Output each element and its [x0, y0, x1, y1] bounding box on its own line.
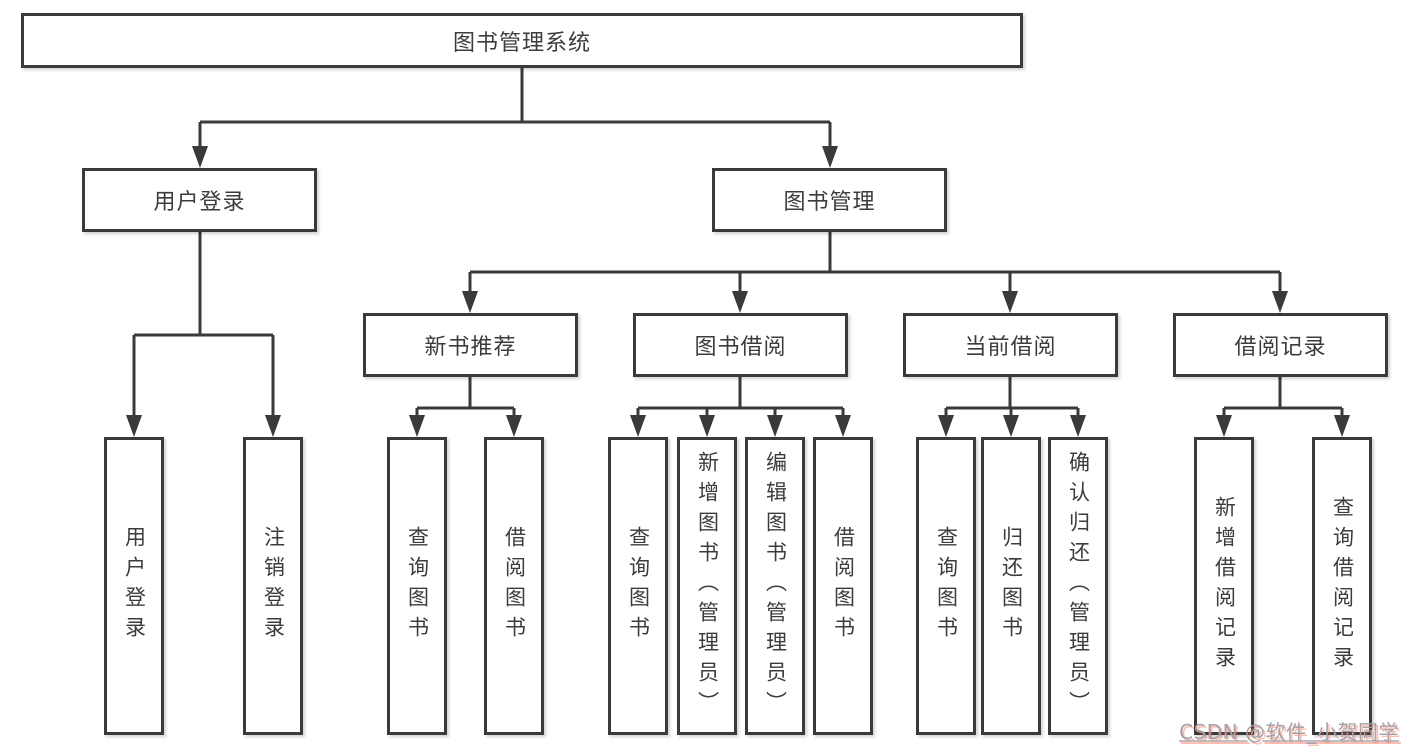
leaf-label: 查询图书 [405, 526, 430, 646]
leaf-confirm-return-admin: 确认归还（管理员） [1048, 437, 1108, 735]
node-label: 图书管理系统 [452, 30, 591, 56]
leaf-return-books: 归还图书 [981, 437, 1041, 735]
node-label: 图书借阅 [694, 335, 787, 360]
connector-book-mgmt-to-level3 [462, 232, 1288, 313]
node-library-management-system: 图书管理系统 [21, 13, 1023, 68]
leaf-label: 用户登录 [122, 526, 147, 646]
connector-new-book-to-leaves [409, 377, 522, 437]
leaf-query-borrow-record: 查询借阅记录 [1312, 437, 1372, 735]
leaf-logout: 注销登录 [243, 437, 303, 735]
leaf-label: 新增图书（管理员） [695, 451, 720, 721]
node-book-management: 图书管理 [712, 168, 947, 232]
leaf-label: 查询图书 [626, 526, 651, 646]
leaf-borrow-books-recommend: 借阅图书 [484, 437, 544, 735]
leaf-label: 确认归还（管理员） [1066, 451, 1091, 721]
leaf-label: 归还图书 [999, 526, 1024, 646]
node-label: 图书管理 [783, 190, 876, 215]
connector-current-borrow-to-leaves [938, 377, 1086, 437]
node-borrow-record: 借阅记录 [1173, 313, 1388, 377]
node-user-login: 用户登录 [82, 168, 317, 232]
leaf-query-books-current: 查询图书 [916, 437, 976, 735]
connector-root-to-level2 [192, 68, 838, 168]
leaf-query-books-borrow: 查询图书 [608, 437, 668, 735]
connector-borrow-record-to-leaves [1216, 377, 1350, 437]
leaf-edit-books-admin: 编辑图书（管理员） [745, 437, 805, 735]
node-book-borrow: 图书借阅 [633, 313, 848, 377]
leaf-label: 查询借阅记录 [1330, 496, 1355, 676]
leaf-user-login: 用户登录 [104, 437, 164, 735]
node-current-borrow: 当前借阅 [903, 313, 1118, 377]
leaf-label: 借阅图书 [831, 526, 856, 646]
node-label: 借阅记录 [1234, 335, 1327, 360]
node-label: 新书推荐 [424, 335, 517, 360]
node-new-book-recommend: 新书推荐 [363, 313, 578, 377]
leaf-add-books-admin: 新增图书（管理员） [677, 437, 737, 735]
csdn-watermark: CSDN @软件_小贺同学 [1179, 720, 1399, 744]
node-label: 用户登录 [153, 190, 246, 215]
node-label: 当前借阅 [964, 335, 1057, 360]
leaf-label: 新增借阅记录 [1212, 496, 1237, 676]
leaf-label: 编辑图书（管理员） [763, 451, 788, 721]
connector-user-login-to-leaves [126, 232, 281, 437]
connector-book-borrow-to-leaves [630, 377, 851, 437]
leaf-add-borrow-record: 新增借阅记录 [1194, 437, 1254, 735]
leaf-borrow-books: 借阅图书 [813, 437, 873, 735]
leaf-label: 借阅图书 [502, 526, 527, 646]
leaf-label: 注销登录 [261, 526, 286, 646]
leaf-label: 查询图书 [934, 526, 959, 646]
leaf-query-books-recommend: 查询图书 [387, 437, 447, 735]
